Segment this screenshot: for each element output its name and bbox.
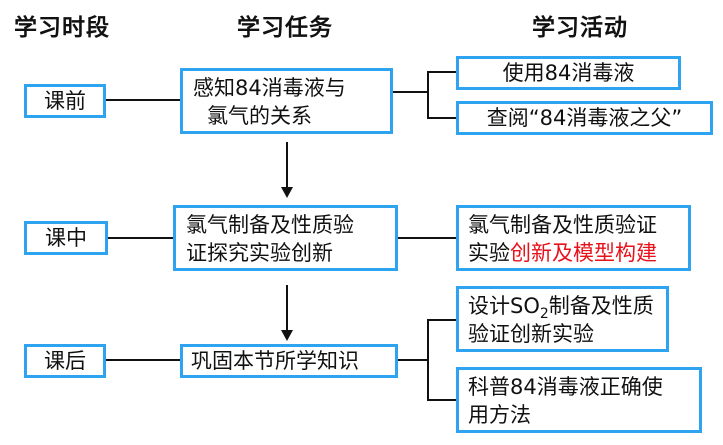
activity-3-line-2-text: 实验	[468, 241, 510, 265]
activity-4-line-1: 设计SO2制备及性质	[468, 292, 657, 323]
task-2-line-2: 证探究实验创新	[186, 241, 333, 265]
activity-4-prefix: 设计SO	[468, 294, 540, 318]
activity-3-highlight: 创新及模型构建	[510, 241, 657, 265]
header-activity: 学习活动	[532, 15, 628, 41]
task-3-label: 巩固本节所学知识	[191, 349, 359, 373]
stage-before-label: 课前	[44, 89, 86, 113]
task-3-box: 巩固本节所学知识	[180, 344, 398, 378]
connector-task3-activities	[427, 319, 456, 401]
header-stage: 学习时段	[14, 15, 110, 41]
stage-after-box: 课后	[24, 344, 106, 378]
activity-4-suffix: 制备及性质	[548, 294, 654, 318]
activity-5-line-2: 用方法	[468, 403, 531, 427]
activity-2-box: 查阅“84消毒液之父”	[456, 101, 713, 135]
activity-4-line-2: 验证创新实验	[468, 322, 594, 346]
task-1-box: 感知84消毒液与 氯气的关系	[180, 68, 393, 134]
task-2-box: 氯气制备及性质验 证探究实验创新	[173, 205, 398, 271]
task-1-line-2: 氯气的关系	[207, 104, 312, 128]
stage-after-label: 课后	[44, 349, 86, 373]
stage-during-box: 课中	[24, 221, 108, 255]
header-task: 学习任务	[237, 15, 333, 41]
arrow-2-head	[281, 330, 293, 341]
task-1-line-1: 感知84消毒液与	[193, 76, 346, 100]
activity-5-box: 科普84消毒液正确使 用方法	[456, 367, 702, 433]
connector-task1-activities	[427, 71, 456, 119]
stage-before-box: 课前	[24, 84, 106, 118]
activity-2-label: 查阅“84消毒液之父”	[486, 106, 683, 130]
activity-3-line-1: 氯气制备及性质验证	[468, 213, 657, 237]
activity-5-line-1: 科普84消毒液正确使	[468, 375, 663, 399]
activity-3-box: 氯气制备及性质验证 实验创新及模型构建	[456, 205, 691, 271]
activity-4-box: 设计SO2制备及性质 验证创新实验	[456, 286, 669, 352]
activity-1-label: 使用84消毒液	[502, 61, 635, 85]
task-2-line-1: 氯气制备及性质验	[186, 213, 354, 237]
stage-during-label: 课中	[45, 226, 87, 250]
activity-4-subscript: 2	[539, 306, 549, 323]
activity-1-box: 使用84消毒液	[456, 56, 681, 90]
arrow-1-head	[281, 187, 293, 198]
activity-3-line-2: 实验创新及模型构建	[468, 239, 679, 267]
